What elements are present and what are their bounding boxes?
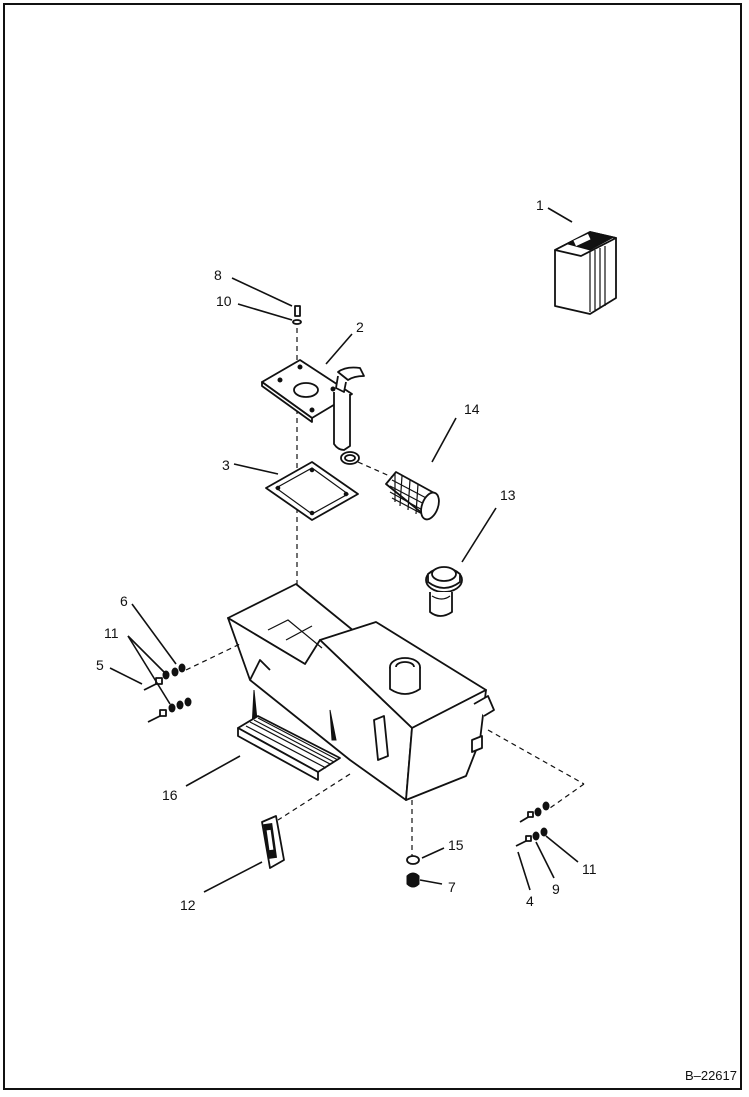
diagram-frame (3, 3, 742, 1090)
part-13-filler-cap (425, 566, 463, 617)
figure-number: B–22617 (684, 1068, 737, 1083)
part-7-drain-plug (406, 872, 420, 888)
part-12-sight-gauge (261, 815, 285, 869)
callout-2: 2 (356, 319, 364, 335)
part-2-plate-tube (261, 359, 365, 465)
assembly-line-gauge (277, 773, 351, 821)
part-14-strainer (385, 471, 440, 521)
callout-7: 7 (448, 879, 456, 895)
assembly-line-right (487, 729, 585, 785)
callout-11-right: 11 (582, 861, 597, 877)
callout-4: 4 (526, 893, 534, 909)
part-3-gasket (265, 461, 359, 521)
part-1-box (554, 231, 617, 315)
left-hardware (143, 663, 192, 723)
callout-5: 5 (96, 657, 104, 673)
callout-6: 6 (120, 593, 128, 609)
callout-14: 14 (464, 401, 480, 417)
callout-15: 15 (448, 837, 464, 853)
callout-1: 1 (536, 197, 544, 213)
part-8-bolt (292, 305, 302, 325)
callout-10: 10 (216, 293, 232, 309)
callout-11-left: 11 (104, 625, 119, 641)
assembly-line-strainer (357, 461, 395, 479)
callout-8: 8 (214, 267, 222, 283)
callout-16: 16 (162, 787, 178, 803)
part-15-oring (406, 855, 420, 865)
part-16-tank (227, 583, 495, 801)
assembly-line-left (185, 643, 241, 671)
assembly-line-right-2 (549, 783, 585, 809)
callout-13: 13 (500, 487, 516, 503)
callout-9: 9 (552, 881, 560, 897)
right-hardware (515, 801, 550, 847)
callout-12: 12 (180, 897, 196, 913)
leader-lines (109, 207, 579, 893)
callout-3: 3 (222, 457, 230, 473)
